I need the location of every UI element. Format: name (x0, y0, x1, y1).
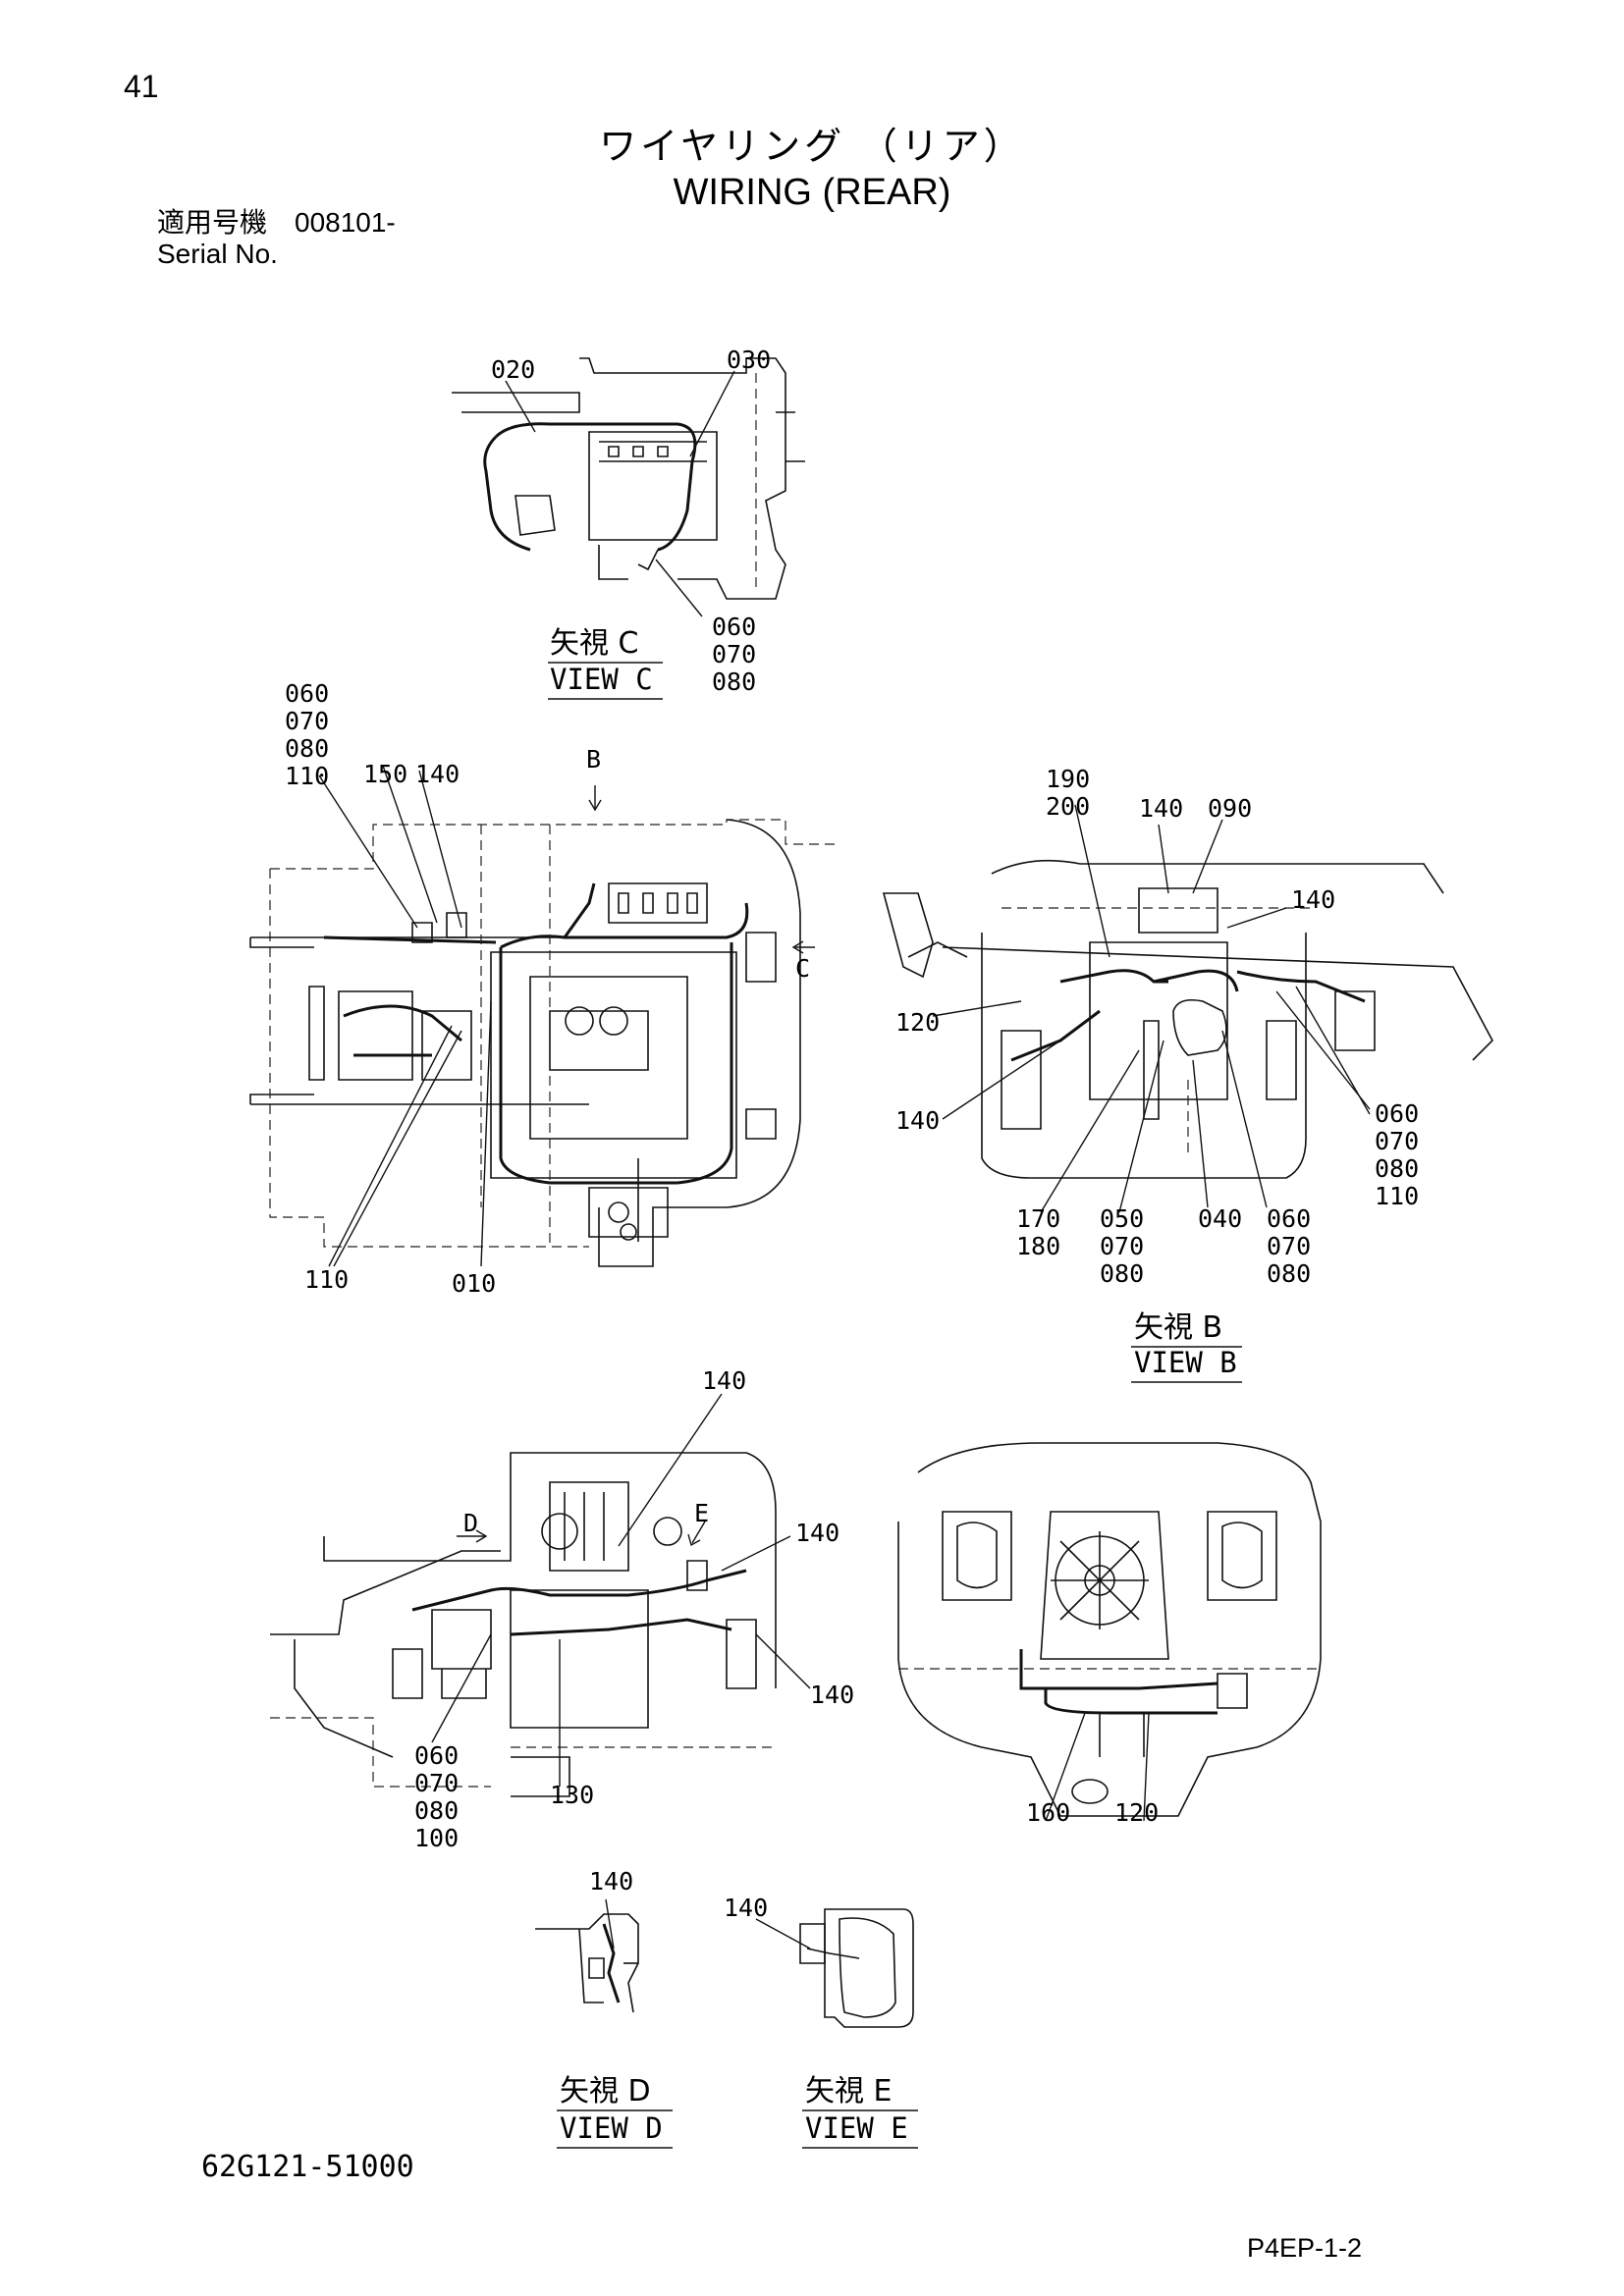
arrow-label-d: D (463, 1509, 478, 1537)
view-d-drawing (535, 1898, 639, 2013)
view-title-en: VIEW D (560, 2111, 663, 2145)
view-title-jp: 矢視 D (560, 2074, 651, 2109)
callout-label: 080 (1100, 1259, 1144, 1288)
arrow-label-b: B (586, 745, 601, 774)
callout-label: 060 (414, 1741, 459, 1770)
view-title-jp: 矢視 E (805, 2074, 893, 2109)
view-title-b: 矢視 B VIEW B (1131, 1310, 1242, 1383)
callout-label: 140 (810, 1681, 854, 1709)
main-top-view-drawing (249, 765, 835, 1267)
callout-label: 120 (1114, 1798, 1159, 1827)
view-title-c: 矢視 C VIEW C (548, 626, 663, 700)
callout-label: 080 (712, 667, 756, 696)
callout-label: 070 (414, 1769, 459, 1797)
callout-label: 140 (724, 1894, 768, 1922)
callout-label: 200 (1046, 792, 1090, 821)
serial-number-label-japanese: 適用号機 008101- (157, 207, 396, 238)
page-title-japanese: ワイヤリング （リア） (599, 127, 1025, 168)
callout-label: 140 (895, 1106, 940, 1135)
callout-label: 040 (1198, 1204, 1242, 1233)
callout-label: 140 (1291, 885, 1335, 914)
callout-label: 080 (414, 1796, 459, 1825)
callout-label: 110 (285, 762, 329, 790)
callout-label: 170 (1016, 1204, 1060, 1233)
callout-label: 150 (363, 760, 407, 788)
callout-label: 010 (452, 1269, 496, 1298)
view-b-drawing (882, 804, 1493, 1213)
view-title-d: 矢視 D VIEW D (557, 2074, 673, 2149)
view-title-e: 矢視 E VIEW E (802, 2074, 918, 2149)
callout-label: 030 (727, 346, 771, 374)
callout-label: 160 (1026, 1798, 1070, 1827)
view-e-drawing (755, 1908, 914, 2028)
callout-label: 080 (285, 734, 329, 763)
view-title-jp: 矢視 B (1134, 1310, 1222, 1345)
callout-label: 070 (285, 707, 329, 735)
callout-label: 140 (702, 1366, 746, 1395)
callout-label: 070 (1267, 1232, 1311, 1260)
page-number: 41 (124, 69, 159, 104)
callout-label: 070 (712, 640, 756, 668)
view-title-en: VIEW E (805, 2111, 908, 2145)
arrow-label-c: C (795, 954, 810, 983)
callout-label: 140 (1139, 794, 1183, 823)
callout-label: 130 (550, 1781, 594, 1809)
view-title-en: VIEW C (550, 663, 653, 696)
callout-label: 060 (1267, 1204, 1311, 1233)
callout-label: 140 (589, 1867, 633, 1896)
side-view-drawing (270, 1393, 811, 1797)
callout-label: 080 (1375, 1154, 1419, 1183)
page-title-english: WIRING (REAR) (673, 172, 951, 213)
callout-label: 110 (304, 1265, 349, 1294)
callout-label: 090 (1208, 794, 1252, 823)
callout-label: 110 (1375, 1182, 1419, 1210)
page-code: P4EP-1-2 (1247, 2233, 1363, 2263)
callout-label: 070 (1100, 1232, 1144, 1260)
drawing-number: 62G121-51000 (201, 2150, 414, 2184)
callout-label: 140 (795, 1519, 839, 1547)
view-c-drawing (452, 357, 805, 617)
serial-number-label-english: Serial No. (157, 239, 278, 269)
callout-label: 060 (285, 679, 329, 708)
callout-label: 180 (1016, 1232, 1060, 1260)
callout-label: 120 (895, 1008, 940, 1037)
view-title-en: VIEW B (1134, 1346, 1237, 1379)
callout-label: 190 (1046, 765, 1090, 793)
callout-label: 060 (1375, 1099, 1419, 1128)
callout-label: 020 (491, 355, 535, 384)
callout-label: 100 (414, 1824, 459, 1852)
callout-label: 140 (415, 760, 460, 788)
callout-label: 070 (1375, 1127, 1419, 1155)
arrow-label-e: E (694, 1499, 709, 1527)
rear-view-drawing (897, 1442, 1322, 1822)
callout-label: 080 (1267, 1259, 1311, 1288)
view-title-jp: 矢視 C (550, 626, 638, 661)
callout-label: 060 (712, 613, 756, 641)
callout-label: 050 (1100, 1204, 1144, 1233)
